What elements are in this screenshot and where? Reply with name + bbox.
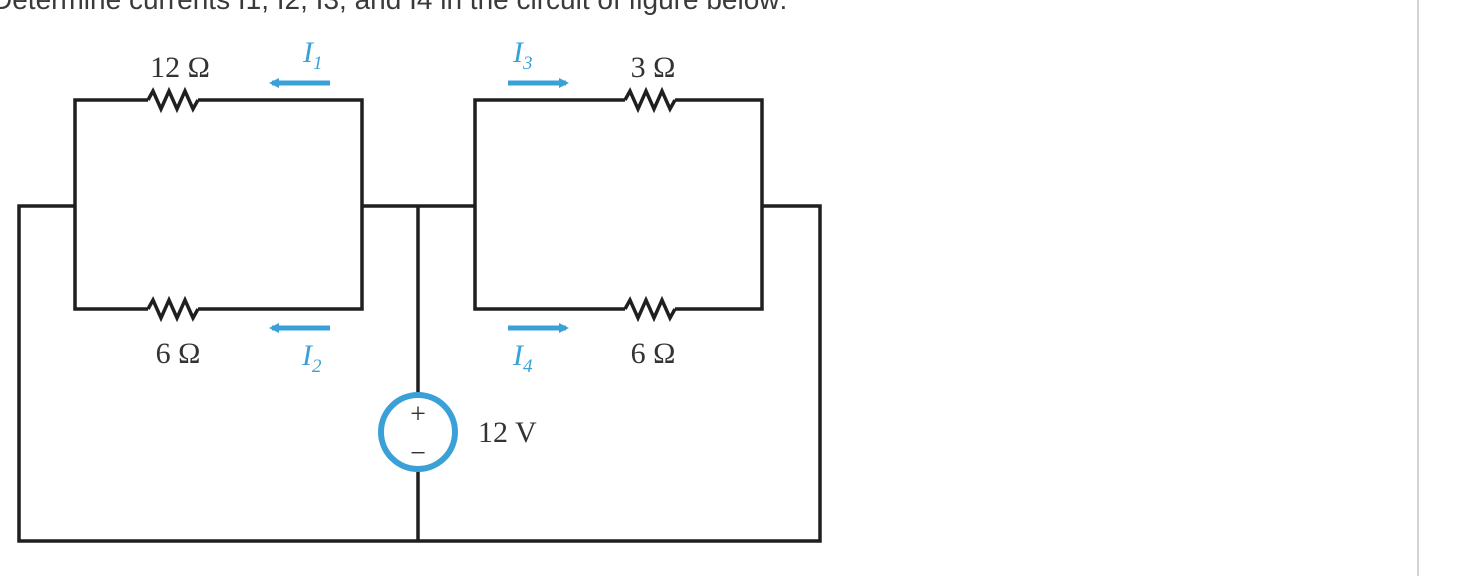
label-6-ohm-left: 6 Ω [156,337,201,370]
resistor-6-ohm-left-zigzag [146,295,200,323]
wire-right-box-bottom-right [675,206,764,311]
voltage-source-circle [378,392,458,472]
resistor-3-ohm-zigzag [623,86,677,114]
resistor-12-ohm-zigzag [146,86,200,114]
label-12-volt: 12 V [478,416,537,449]
wire-left-box-bottom [73,206,148,311]
label-3-ohm: 3 Ω [631,51,676,84]
source-plus-sign: + [410,399,426,430]
question-text: Determine currents I1, I2, I3, and I4 in… [0,0,787,17]
wire-left-box-top-right [198,98,364,206]
label-12-ohm: 12 Ω [150,51,210,84]
right-divider [1417,0,1419,576]
label-i4: I4 [512,339,533,377]
resistor-6-ohm-right-zigzag [623,295,677,323]
wire-left-box-bottom-right [198,206,364,311]
wire-right-box-top [473,98,625,206]
label-i2: I2 [301,339,322,377]
label-6-ohm-right: 6 Ω [631,337,676,370]
wire-right-box-top-right [675,98,764,206]
wire-right-box-bottom [473,206,625,311]
source-minus-sign: − [410,438,426,469]
label-i3: I3 [512,36,533,74]
wire-left-box-top [73,98,148,206]
label-i1: I1 [302,36,323,74]
